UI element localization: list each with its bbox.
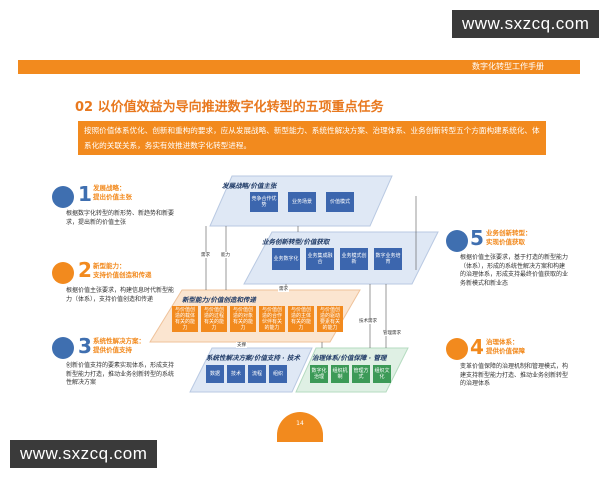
callout-desc-2: 根据价值主张要求，构建信息时代新型能力（体系），支持价值创造和传递 <box>66 287 175 303</box>
business-box: 业务模式创新 <box>340 248 368 270</box>
governance-icon <box>446 338 468 360</box>
arrow-label-demand: 需求 <box>278 286 289 292</box>
header-bar: 数字化转型工作手册 <box>18 60 580 74</box>
solution-box: 技术 <box>227 365 245 383</box>
header-title: 数字化转型工作手册 <box>472 62 544 71</box>
strategy-box: 业务场景 <box>288 192 316 212</box>
layer-label-governance: 治理体系/价值保障 · 管理 <box>312 354 387 362</box>
strategy-box: 价值模式 <box>326 192 354 212</box>
governance-box: 组织文化 <box>373 365 391 383</box>
solution-icon <box>52 337 74 359</box>
capability-box: 与价值创造的合作伙伴有关的能力 <box>259 306 285 332</box>
callout-number-1: 1 <box>78 182 92 206</box>
arrow-label-capability: 能力 <box>220 252 231 258</box>
capability-box: 与价值创造的对象有关的能力 <box>230 306 256 332</box>
callout-number-5: 5 <box>470 226 484 250</box>
callout-title-5: 业务创新转型： 实现价值获取 <box>486 229 532 246</box>
callout-number-3: 3 <box>78 334 92 358</box>
governance-box: 管理方式 <box>352 365 370 383</box>
arrow-label-tech-demand: 技术需求 <box>358 318 378 324</box>
layer-label-capability: 新型能力/价值创造和传递 <box>182 296 256 304</box>
arrow-label-support: 支撑 <box>236 342 247 348</box>
arrow-label-demand: 需求 <box>200 252 211 258</box>
strategy-icon <box>52 186 74 208</box>
callout-title-2: 新型能力： 支持价值创造和传递 <box>93 262 152 279</box>
capability-icon <box>52 262 74 284</box>
governance-box: 数字化治理 <box>310 365 328 383</box>
layer-label-strategy: 发展战略/价值主张 <box>222 182 277 190</box>
callout-desc-5: 根据价值主张要求，基于打造的新型能力（体系），形成的系统性解决方案和构建的治理体… <box>460 254 569 287</box>
governance-box: 组织机制 <box>331 365 349 383</box>
business-box: 业务集成融合 <box>306 248 334 270</box>
solution-box: 数据 <box>206 365 224 383</box>
capability-box: 与价值创造的过程有关的能力 <box>201 306 227 332</box>
strategy-box: 竞争合作优势 <box>250 192 278 212</box>
callout-desc-3: 创新价值支持的要素实现体系，形成支持新型能力打造，推动业务创新转型的系统性解决方… <box>66 362 175 386</box>
watermark-top: www.sxzcq.com <box>452 10 600 38</box>
section-heading: 02 以价值效益为导向推进数字化转型的五项重点任务 <box>75 100 384 115</box>
business-box: 业务数字化 <box>272 248 300 270</box>
solution-box: 组织 <box>269 365 287 383</box>
capability-box: 与价值创造的驱动要素有关的能力 <box>317 306 343 332</box>
layer-label-solution: 系统性解决方案/价值支持 · 技术 <box>206 354 300 362</box>
callout-desc-1: 根据数字化转型的新形势、新趋势和新要求，提出新的价值主张 <box>66 210 175 226</box>
page-number: 14 <box>277 412 323 442</box>
callout-number-2: 2 <box>78 258 92 282</box>
solution-box: 流程 <box>248 365 266 383</box>
intro-box: 按照价值体系优化、创新和重构的要求，应从发展战略、新型能力、系统性解决方案、治理… <box>78 121 546 155</box>
watermark-bottom: www.sxzcq.com <box>10 440 158 468</box>
callout-title-3: 系统性解决方案： 提供价值支持 <box>93 337 145 354</box>
arrow-label-mgmt-demand: 管理需求 <box>382 330 402 336</box>
business-box: 数字业务培育 <box>374 248 402 270</box>
capability-box: 与价值创造的载体有关的能力 <box>172 306 198 332</box>
callout-title-1: 发展战略： 提出价值主张 <box>93 184 132 201</box>
callout-title-4: 治理体系： 提供价值保障 <box>486 338 525 355</box>
business-innovation-icon <box>446 230 468 252</box>
callout-number-4: 4 <box>470 335 484 359</box>
layer-label-business: 业务创新转型/价值获取 <box>262 238 330 246</box>
capability-box: 与价值创造的主体有关的能力 <box>288 306 314 332</box>
callout-desc-4: 变革价值保障的治理机制和管理模式，构建支持新型能力打造、推动业务创新转型的治理体… <box>460 363 569 387</box>
